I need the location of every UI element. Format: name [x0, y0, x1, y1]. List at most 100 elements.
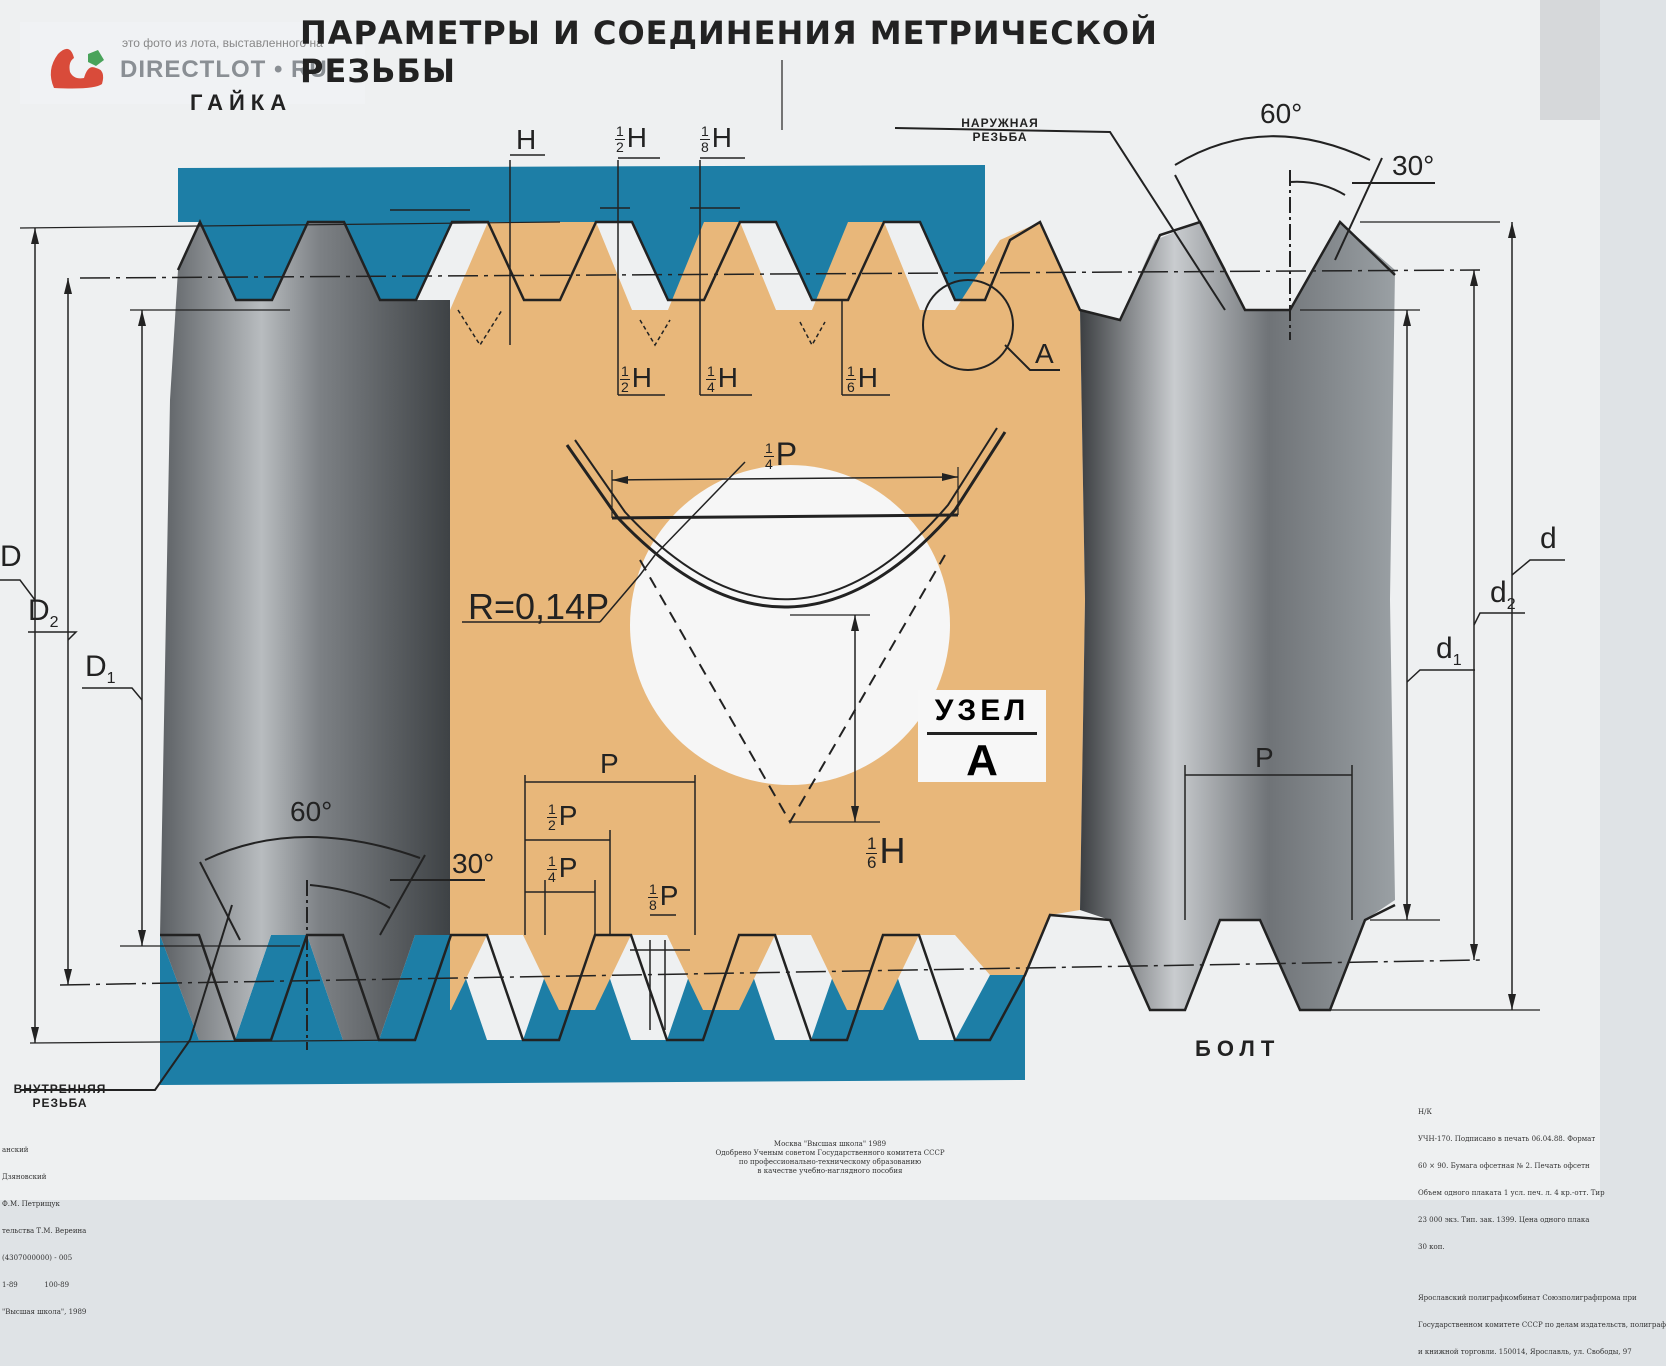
- p-dimensions: [524, 775, 696, 1030]
- external-thread-line1: НАРУЖНАЯ: [961, 116, 1039, 130]
- frac-sym: H: [857, 362, 879, 393]
- pitch-lines: [59, 269, 1481, 986]
- dim-base: D: [28, 594, 50, 627]
- dim-d1: d1: [1436, 632, 1462, 670]
- frac-den: 4: [548, 869, 556, 886]
- imprint-line: Н/К: [1418, 1108, 1432, 1116]
- dim-D: D: [0, 540, 22, 573]
- bolt-label: БОЛТ: [1195, 1036, 1281, 1061]
- nut-label: ГАЙКА: [190, 90, 293, 115]
- internal-thread-line2: РЕЗЬБА: [32, 1096, 88, 1110]
- imprint-line: 1-89 100-89: [2, 1281, 70, 1289]
- frac-den: 4: [707, 379, 715, 396]
- node-a-word: УЗЕЛ: [934, 694, 1030, 727]
- frac-num: 1: [547, 801, 557, 819]
- imprint-line: 30 коп.: [1418, 1243, 1445, 1251]
- extension-lines: [19, 60, 1540, 1044]
- imprint-gap: [1418, 1270, 1598, 1276]
- dim-D1: D1: [85, 650, 116, 688]
- frac-den: 6: [847, 379, 855, 396]
- frac-num: 1: [866, 833, 878, 854]
- frac-sym: H: [626, 122, 648, 153]
- thread-diagram: [0, 0, 1600, 1200]
- node-circle: [630, 465, 950, 785]
- frac-den: 2: [548, 817, 556, 834]
- label-leaders: [0, 559, 1565, 701]
- internal-thread-label: ВНУТРЕННЯЯ РЕЗЬБА: [5, 1082, 115, 1110]
- dim-h: H: [516, 124, 537, 155]
- imprint-line: Москва "Высшая школа" 1989: [773, 1140, 887, 1148]
- bolt-photo-right: [1080, 222, 1395, 1010]
- imprint-line: Одобрено Ученым советом Государственного…: [715, 1149, 945, 1157]
- imprint-line: 60 × 90. Бумага офсетная № 2. Печать офс…: [1418, 1162, 1590, 1170]
- imprint-line: и книжной торговли. 150014, Ярославль, у…: [1418, 1348, 1632, 1356]
- imprint-line: Дзяновский: [2, 1173, 47, 1181]
- dim-radius: R=0,14P: [468, 586, 610, 627]
- frac-num: 1: [764, 440, 774, 458]
- arrowheads: [31, 222, 1516, 1043]
- dim-sub: 1: [1452, 652, 1462, 669]
- frac-num: 1: [648, 881, 658, 899]
- imprint-line: (4307000000) - 005: [2, 1254, 73, 1262]
- angle-30-bottom: 30°: [452, 848, 495, 879]
- frac-den: 6: [867, 852, 877, 872]
- frac-num: 1: [846, 363, 856, 381]
- frac-num: 1: [620, 363, 630, 381]
- thread-outline: [160, 219, 1396, 1042]
- imprint-line: Ярославский полиграфкомбинат Союзполигра…: [1418, 1294, 1637, 1302]
- bolt-p-dimension: [1184, 765, 1353, 920]
- frac-sym: P: [558, 852, 578, 883]
- imprint-line: Ф.М. Петрищук: [2, 1200, 60, 1208]
- frac-den: 8: [701, 139, 709, 156]
- poster-title: ПАРАМЕТРЫ И СОЕДИНЕНИЯ МЕТРИЧЕСКОЙ РЕЗЬБ…: [300, 14, 1158, 90]
- frac-sym: H: [879, 830, 906, 871]
- external-angles: [894, 127, 1435, 340]
- frac-sym: P: [775, 436, 798, 472]
- frac-num: 1: [706, 363, 716, 381]
- imprint-line: в качестве учебно-наглядного пособия: [757, 1167, 903, 1175]
- angle-60-top: 60°: [1260, 98, 1303, 129]
- frac-sym: H: [717, 362, 739, 393]
- imprint-line: по профессионально-техническому образова…: [738, 1158, 922, 1166]
- watermark-site[interactable]: DIRECTLOT • RU: [120, 56, 328, 83]
- frac-num: 1: [547, 853, 557, 871]
- dimension-lines-right: [1406, 222, 1513, 1010]
- node-a-detail: [462, 427, 1007, 825]
- dim-p: P: [600, 748, 619, 779]
- internal-angles: [20, 836, 485, 1091]
- dim-sub: 2: [1506, 596, 1516, 613]
- angle-30-top: 30°: [1392, 150, 1435, 181]
- dim-d: d: [1540, 522, 1557, 555]
- frac-sym: P: [558, 800, 578, 831]
- imprint-line: Объем одного плаката 1 усл. печ. л. 4 кр…: [1418, 1189, 1605, 1197]
- node-a-divider: [927, 732, 1037, 735]
- dim-D2: D2: [28, 594, 59, 632]
- callout-a[interactable]: [922, 279, 1060, 371]
- frac-sym: H: [711, 122, 733, 153]
- frac-num: 1: [615, 123, 625, 141]
- dim-sub: 2: [49, 614, 59, 631]
- dim-base: d: [1490, 576, 1507, 609]
- bolt-photo-left: [160, 222, 450, 1040]
- imprint-right: Н/К УЧН-170. Подписано в печать 06.04.88…: [1418, 1090, 1666, 1366]
- h-dimensions: [390, 154, 890, 396]
- imprint-line: анский: [2, 1146, 29, 1154]
- frac-sym: H: [631, 362, 653, 393]
- external-thread-label: НАРУЖНАЯ РЕЗЬБА: [955, 116, 1045, 144]
- dim-base: D: [85, 650, 107, 683]
- internal-thread-line1: ВНУТРЕННЯЯ: [13, 1082, 107, 1096]
- squirrel-logo-icon: [50, 48, 104, 89]
- callout-a-label: А: [1035, 338, 1054, 369]
- frac-num: 1: [700, 123, 710, 141]
- watermark: [20, 22, 365, 104]
- frac-den: 2: [621, 379, 629, 396]
